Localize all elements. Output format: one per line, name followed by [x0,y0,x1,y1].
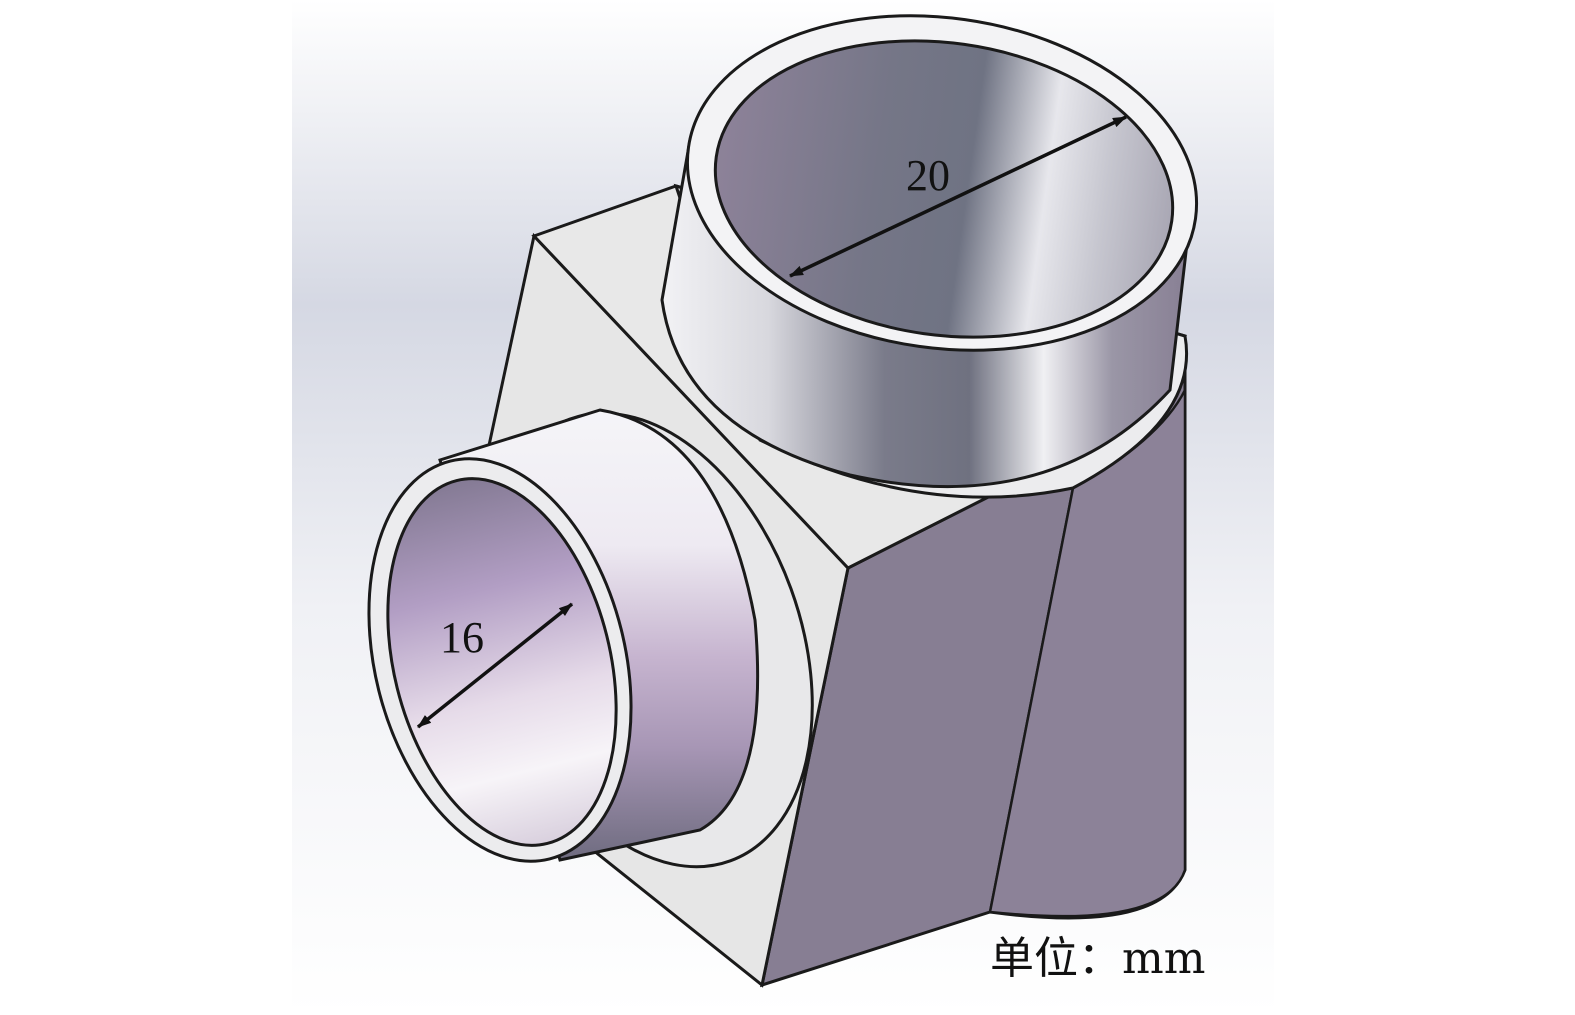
large-diameter-arrow [789,115,1127,278]
unit-label: 单位：mm [990,933,1206,984]
small-diameter-arrow [416,602,574,729]
large-diameter-label: 20 [906,151,950,200]
small-diameter-label: 16 [440,613,484,662]
